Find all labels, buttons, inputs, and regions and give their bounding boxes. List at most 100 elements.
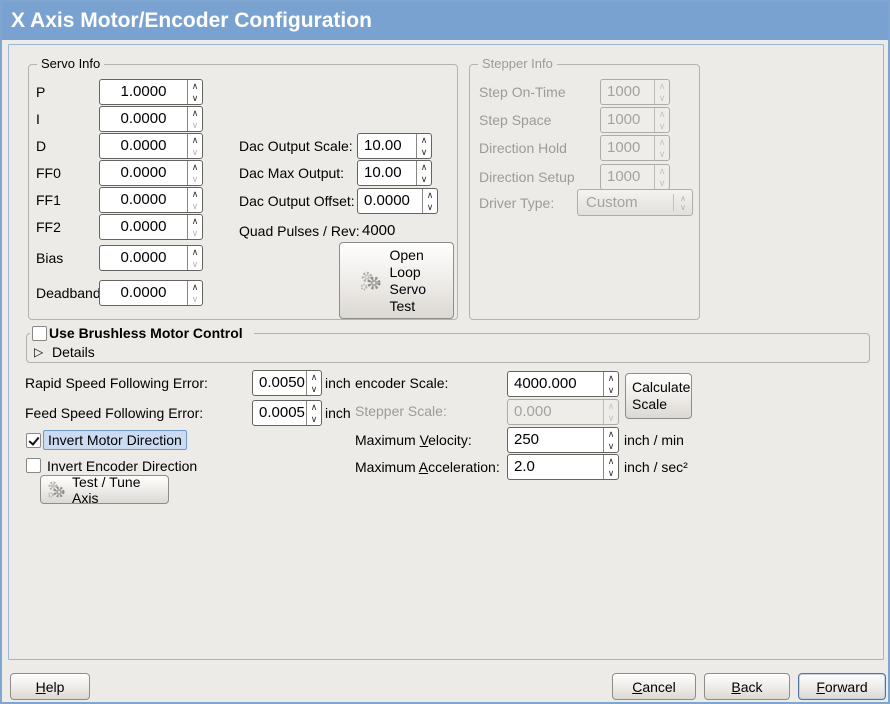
spin-down-icon[interactable]: ∨ (420, 147, 428, 157)
spin-arrows[interactable]: ∧∨ (187, 281, 202, 305)
rapid-following-error-value[interactable]: 0.0050 (259, 374, 305, 391)
i-label: I (36, 111, 40, 127)
test-tune-axis-button[interactable]: Test / Tune Axis (40, 474, 169, 506)
spin-down-icon[interactable]: ∨ (191, 93, 199, 103)
deadband-spinbox[interactable]: 0.0000 ∧∨ (99, 280, 203, 306)
back-button[interactable]: Back (704, 673, 790, 700)
use-brushless-label[interactable]: Use Brushless Motor Control (47, 325, 248, 341)
dac-max-output-value[interactable]: 10.00 (364, 164, 402, 181)
ff1-value[interactable]: 0.0000 (120, 191, 167, 208)
deadband-label: Deadband (36, 285, 101, 301)
spin-arrows[interactable]: ∧∨ (603, 372, 618, 396)
brushless-legend[interactable]: Use Brushless Motor Control (30, 325, 254, 341)
invert-motor-label[interactable]: Invert Motor Direction (43, 430, 187, 450)
spin-down-icon[interactable]: ∨ (191, 201, 199, 211)
max-velocity-value[interactable]: 250 (514, 431, 540, 448)
spin-down-icon[interactable]: ∨ (191, 259, 199, 269)
forward-button[interactable]: Forward (798, 673, 886, 700)
spin-arrows[interactable]: ∧∨ (187, 134, 202, 158)
bias-value[interactable]: 0.0000 (120, 249, 167, 266)
spin-arrows[interactable]: ∧∨ (306, 371, 321, 395)
spin-arrows[interactable]: ∧∨ (422, 189, 437, 213)
spin-up-icon[interactable]: ∧ (607, 456, 615, 466)
spin-arrows[interactable]: ∧∨ (187, 107, 202, 131)
spin-arrows[interactable]: ∧∨ (416, 134, 431, 158)
invert-encoder-label[interactable]: Invert Encoder Direction (47, 458, 198, 474)
i-spinbox[interactable]: 0.0000 ∧∨ (99, 106, 203, 132)
ff0-spinbox[interactable]: 0.0000 ∧∨ (99, 160, 203, 186)
spin-up-icon[interactable]: ∧ (310, 402, 318, 412)
calculate-scale-button[interactable]: Calculate Scale (625, 373, 692, 419)
spin-down-icon[interactable]: ∨ (191, 120, 199, 130)
dac-output-scale-value[interactable]: 10.00 (364, 137, 402, 154)
d-spinbox[interactable]: 0.0000 ∧∨ (99, 133, 203, 159)
spin-up-icon[interactable]: ∧ (420, 135, 428, 145)
spin-down-icon[interactable]: ∨ (191, 174, 199, 184)
spin-up-icon[interactable]: ∧ (191, 162, 199, 172)
spin-down-icon[interactable]: ∨ (310, 414, 318, 424)
encoder-scale-spinbox[interactable]: 4000.000 ∧∨ (507, 371, 619, 397)
p-value[interactable]: 1.0000 (120, 83, 167, 100)
dac-output-offset-value[interactable]: 0.0000 (364, 192, 410, 209)
invert-encoder-checkbox[interactable] (26, 458, 41, 473)
max-acceleration-value[interactable]: 2.0 (514, 458, 535, 475)
spin-up-icon[interactable]: ∧ (191, 108, 199, 118)
spin-down-icon[interactable]: ∨ (607, 385, 615, 395)
spin-arrows[interactable]: ∧∨ (306, 401, 321, 425)
ff2-spinbox[interactable]: 0.0000 ∧∨ (99, 214, 203, 240)
spin-up-icon[interactable]: ∧ (191, 216, 199, 226)
spin-up-icon[interactable]: ∧ (191, 189, 199, 199)
dac-output-offset-spinbox[interactable]: 0.0000 ∧∨ (357, 188, 438, 214)
details-expander-label[interactable]: Details (52, 344, 95, 360)
ff1-spinbox[interactable]: 0.0000 ∧∨ (99, 187, 203, 213)
spin-arrows[interactable]: ∧∨ (187, 80, 202, 104)
feed-following-error-value[interactable]: 0.0005 (259, 404, 305, 421)
dac-max-output-spinbox[interactable]: 10.00 ∧∨ (357, 160, 432, 186)
spin-up-icon[interactable]: ∧ (426, 190, 434, 200)
spin-down-icon[interactable]: ∨ (191, 147, 199, 157)
gears-icon (46, 479, 68, 501)
spin-arrows[interactable]: ∧∨ (603, 428, 618, 452)
spin-arrows[interactable]: ∧∨ (416, 161, 431, 185)
spin-down-icon[interactable]: ∨ (426, 202, 434, 212)
spin-arrows[interactable]: ∧∨ (187, 161, 202, 185)
cancel-button[interactable]: Cancel (612, 673, 696, 700)
d-value[interactable]: 0.0000 (120, 137, 167, 154)
use-brushless-checkbox[interactable] (32, 325, 47, 341)
ff2-value[interactable]: 0.0000 (120, 218, 167, 235)
help-button[interactable]: Help (10, 673, 90, 700)
spin-up-icon[interactable]: ∧ (310, 372, 318, 382)
spin-up-icon[interactable]: ∧ (607, 429, 615, 439)
i-value[interactable]: 0.0000 (120, 110, 167, 127)
bias-spinbox[interactable]: 0.0000 ∧∨ (99, 245, 203, 271)
open-loop-servo-test-button[interactable]: Open Loop Servo Test (339, 242, 454, 319)
spin-arrows[interactable]: ∧∨ (187, 215, 202, 239)
spin-arrows[interactable]: ∧∨ (603, 455, 618, 479)
encoder-scale-value[interactable]: 4000.000 (514, 375, 577, 392)
spin-up-icon[interactable]: ∧ (420, 162, 428, 172)
details-expander-icon[interactable]: ▷ (34, 345, 44, 359)
spin-up-icon[interactable]: ∧ (191, 135, 199, 145)
spin-up-icon[interactable]: ∧ (191, 247, 199, 257)
spin-arrows[interactable]: ∧∨ (187, 188, 202, 212)
spin-up-icon[interactable]: ∧ (191, 282, 199, 292)
spin-down-icon[interactable]: ∨ (607, 468, 615, 478)
spin-down-icon[interactable]: ∨ (310, 384, 318, 394)
max-acceleration-spinbox[interactable]: 2.0 ∧∨ (507, 454, 619, 480)
dac-output-scale-spinbox[interactable]: 10.00 ∧∨ (357, 133, 432, 159)
max-velocity-spinbox[interactable]: 250 ∧∨ (507, 427, 619, 453)
invert-motor-checkbox[interactable] (26, 433, 41, 448)
spin-down-icon[interactable]: ∨ (607, 441, 615, 451)
spin-down-icon[interactable]: ∨ (191, 294, 199, 304)
deadband-value[interactable]: 0.0000 (120, 284, 167, 301)
spin-arrows[interactable]: ∧∨ (187, 246, 202, 270)
p-spinbox[interactable]: 1.0000 ∧∨ (99, 79, 203, 105)
rapid-following-error-spinbox[interactable]: 0.0050 ∧∨ (252, 370, 322, 396)
spin-up-icon[interactable]: ∧ (191, 81, 199, 91)
ff0-value[interactable]: 0.0000 (120, 164, 167, 181)
spin-down-icon[interactable]: ∨ (420, 174, 428, 184)
spin-down-icon[interactable]: ∨ (191, 228, 199, 238)
feed-following-error-spinbox[interactable]: 0.0005 ∧∨ (252, 400, 322, 426)
spin-up-icon[interactable]: ∧ (607, 373, 615, 383)
servo-info-frame: Servo Info (28, 56, 458, 320)
